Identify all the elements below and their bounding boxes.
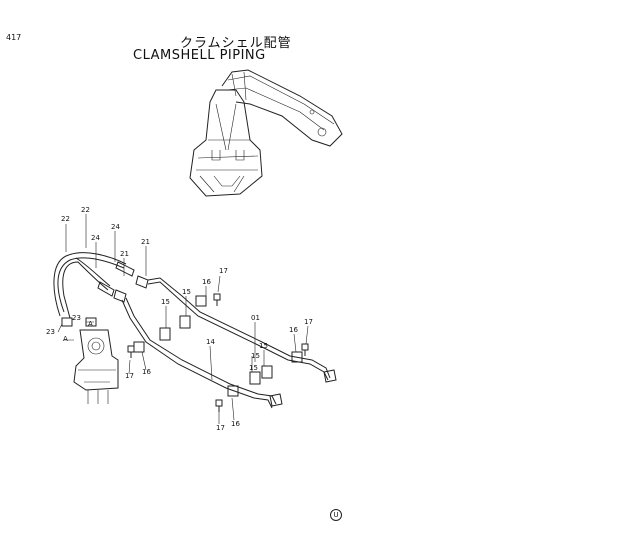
label-17-d: 17	[216, 424, 225, 432]
label-24-left: 24	[91, 234, 100, 242]
label-16-a: 16	[202, 278, 211, 286]
label-17-b: 17	[304, 318, 313, 326]
label-22-right: 22	[81, 206, 90, 214]
label-15-a: 15	[182, 288, 191, 296]
label-16-c: 16	[142, 368, 151, 376]
label-14: 14	[206, 338, 215, 346]
title-english: CLAMSHELL PIPING	[133, 48, 266, 63]
label-23-upper: 23	[72, 314, 81, 322]
label-15-c: 15	[251, 352, 260, 360]
clamshell-overview-illustration	[189, 69, 343, 197]
label-17-a: 17	[219, 267, 228, 275]
label-17-c: 17	[125, 372, 134, 380]
label-view-a-upper: A	[88, 320, 93, 328]
bracket-view-a	[61, 317, 119, 404]
clamps-and-bolts	[127, 293, 309, 412]
label-23-lower: 23	[46, 328, 55, 336]
label-22-left: 22	[61, 215, 70, 223]
label-16-d: 16	[231, 420, 240, 428]
label-15-b: 15	[161, 298, 170, 306]
corner-mark: U	[330, 509, 342, 521]
label-21-left: 21	[120, 250, 129, 258]
label-15-e: 15	[249, 364, 258, 372]
label-21-right: 21	[141, 238, 150, 246]
label-01: 01	[251, 314, 260, 322]
pipes	[121, 277, 337, 409]
label-15-d: 15	[259, 342, 268, 350]
label-24-right: 24	[111, 223, 120, 231]
label-16-b: 16	[289, 326, 298, 334]
hoses	[53, 252, 149, 319]
label-view-a-lower: A	[63, 335, 68, 343]
part-labels: 22 22 24 24 21 21 23 23 A A 15 15 15 15 …	[46, 206, 313, 432]
page-number: 417	[6, 33, 22, 42]
leader-lines	[57, 214, 309, 424]
title-japanese: クラムシェル配管	[180, 36, 292, 51]
